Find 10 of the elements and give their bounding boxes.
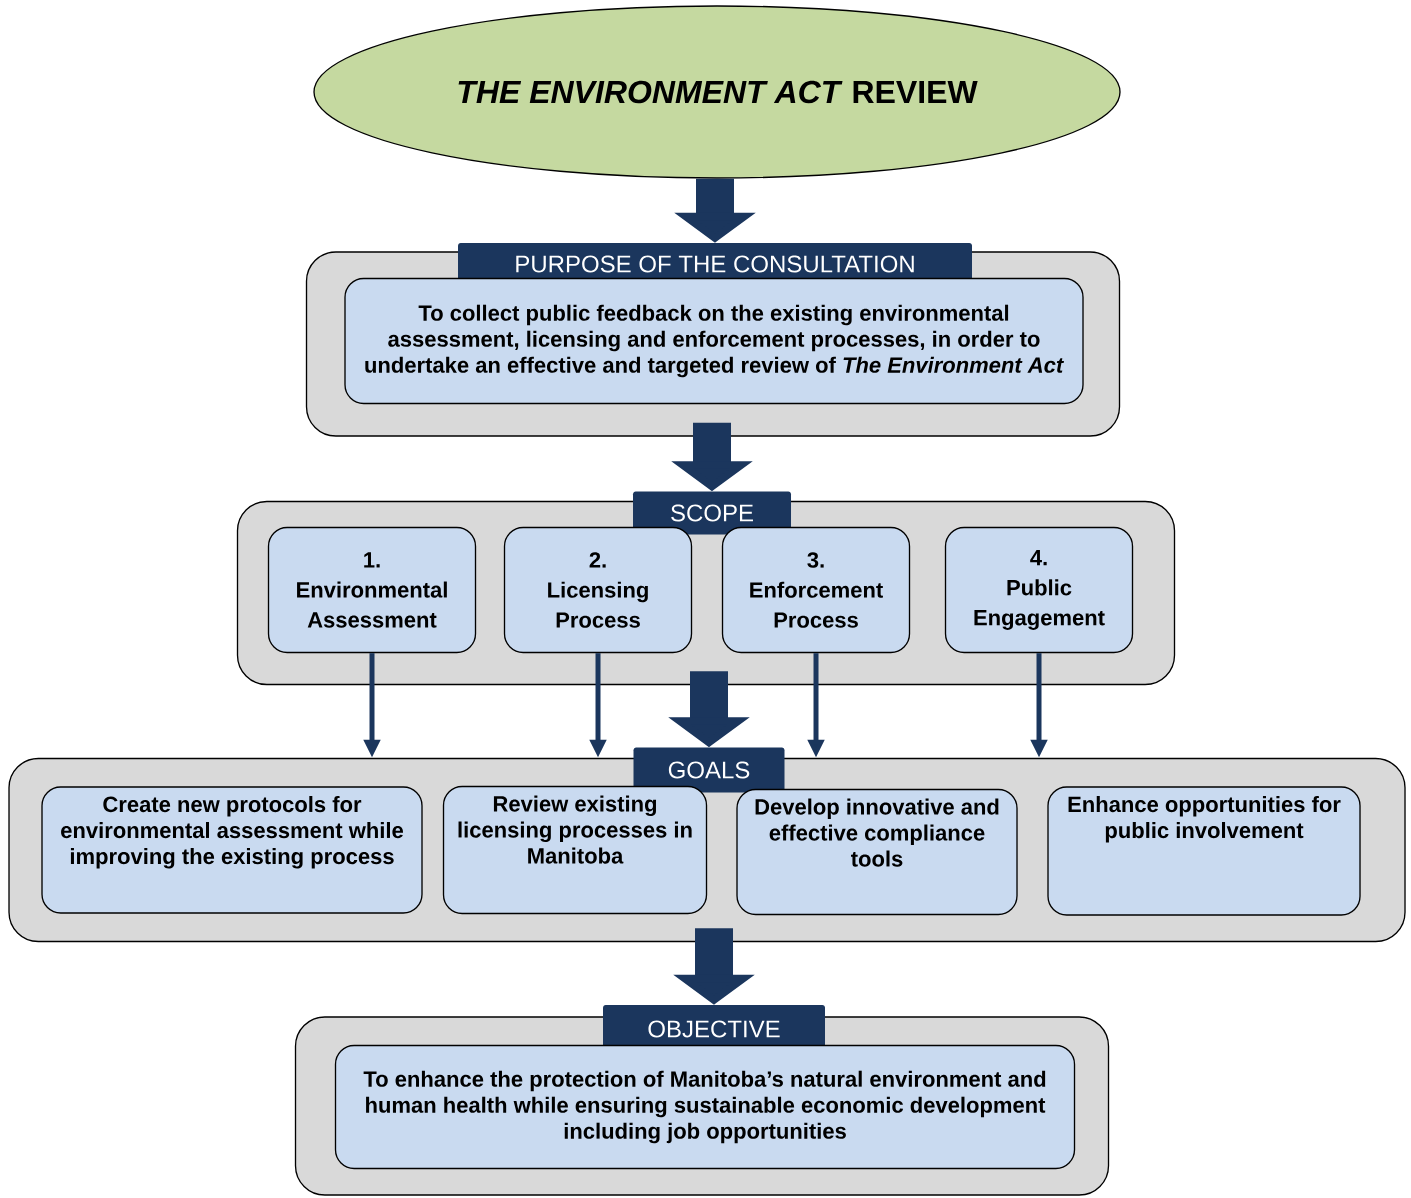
text-box: To collect public feedback on the existing environmental assessment, licensing and enforcement processes, in order to undertake an effective and targeted review of The Environment Act — [344, 277, 1084, 405]
text-box: 3. Enforcement Process — [721, 526, 911, 654]
text-box: Develop innovative and effective compliance tools — [736, 788, 1018, 916]
text-box: Review existing licensing processes in Manitoba — [442, 785, 708, 915]
text-box: Enhance opportunities for public involvement — [1047, 786, 1361, 916]
text-box: 1. Environmental Assessment — [267, 526, 477, 654]
text-box: Create new protocols for environmental assessment while improving the existing process — [41, 786, 423, 914]
text-box: 4. Public Engagement — [944, 526, 1134, 654]
text-box: To enhance the protection of Manitoba’s natural environment and human health while ensuring sustainable economic development including job opportunities — [334, 1044, 1076, 1170]
text-box: 2. Licensing Process — [503, 526, 693, 654]
